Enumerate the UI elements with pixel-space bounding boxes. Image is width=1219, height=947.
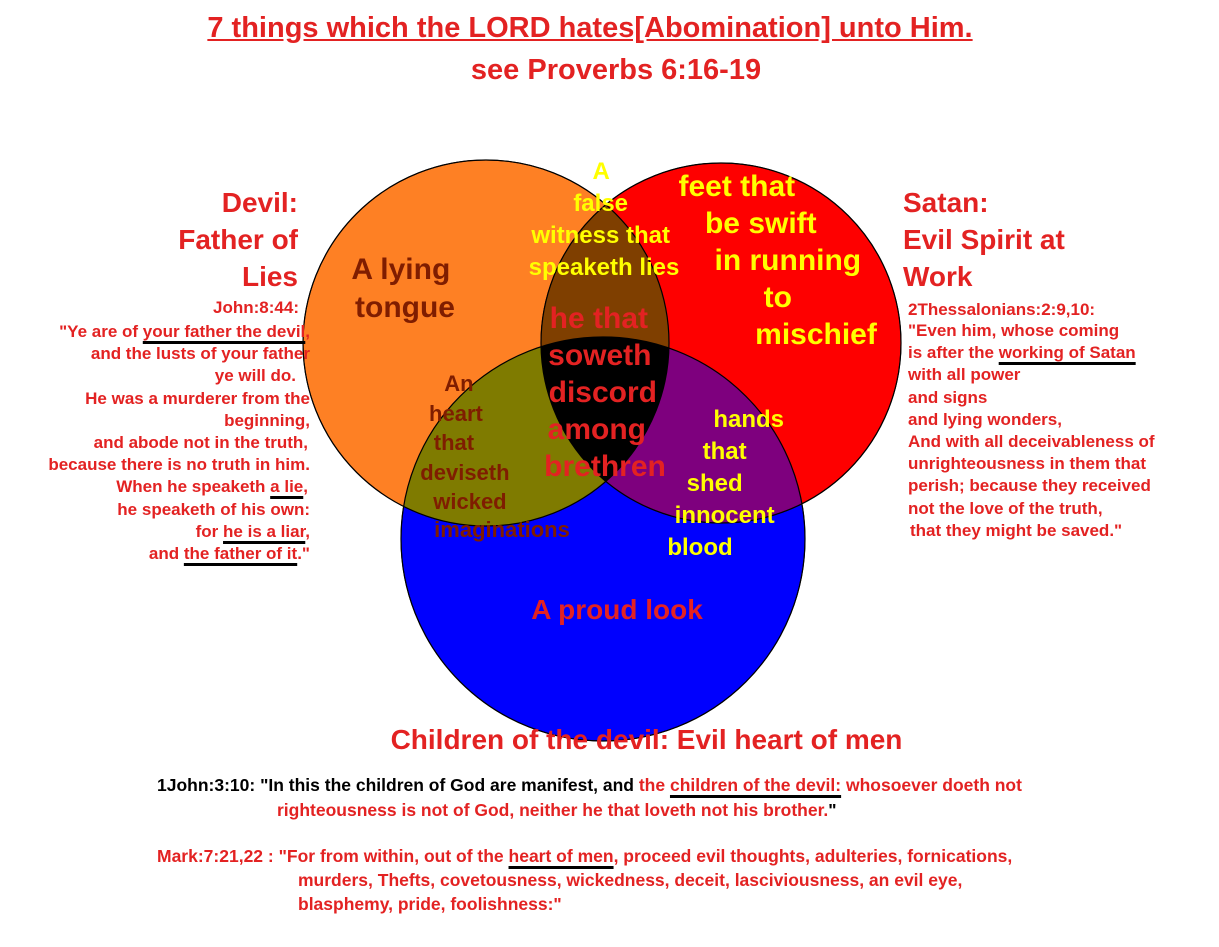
mark-7-21-line2: murders, Thefts, covetousness, wickednes… [298,870,963,890]
proud-look-label: A proud look [531,594,703,625]
diagram-title: 7 things which the LORD hates[Abominatio… [207,12,973,44]
heart-region [401,337,669,526]
mark-7-21-line1: Mark:7:21,22 : "For from within, out of … [157,846,1013,866]
hands-region [541,337,805,523]
devil-heading: Devil: Father of Lies [178,187,298,292]
center-label: he that soweth discord among brethren [544,302,666,483]
heart-label: An heart that deviseth wicked imaginatio… [420,371,570,542]
false-witness-label: A false witness that speaketh lies [529,158,680,281]
hands-label: hands that shed innocent blood [667,406,790,561]
feet-label: feet that be swift in running to mischie… [678,170,877,351]
thessalonians-reference: 2Thessalonians:2:9,10: [908,300,1096,319]
mark-7-21-line3: blasphemy, pride, foolishness:" [298,894,562,914]
diagram-subtitle: see Proverbs 6:16-19 [470,54,762,86]
thessalonians-verse: "Even him, whose coming is after the wor… [908,321,1155,540]
john-3-10-line1: 1John:3:10: "In this the children of God… [157,775,1022,795]
john-8-44-verse: "Ye are of your father the devil, and th… [48,322,310,564]
lying-tongue-label: A lying tongue [351,253,458,324]
satan-heading: Satan: Evil Spirit at Work [903,187,1065,292]
john-8-44-reference: John:8:44: [213,298,299,317]
john-3-10-line2: righteousness is not of God, neither he … [277,800,837,820]
children-heading: Children of the devil: Evil heart of men [390,724,903,755]
